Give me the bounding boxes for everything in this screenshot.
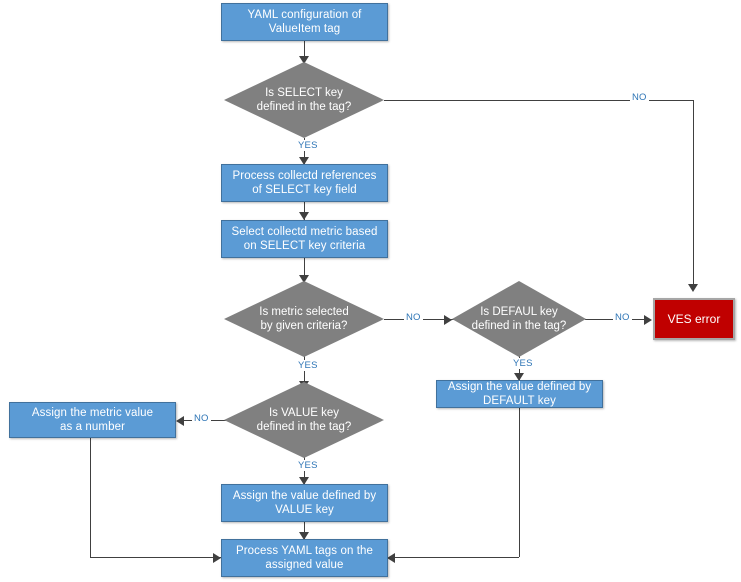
node-label: Assign the value defined by VALUE key (232, 489, 377, 516)
node-assign-metric-value-as-number[interactable]: Assign the metric value as a number (9, 402, 176, 438)
connector-metric-yes (304, 355, 305, 388)
connector-assignnumber-vertical (90, 438, 91, 557)
arrowhead-select-yes (299, 157, 309, 165)
arrowhead-select-no (688, 284, 698, 292)
connector-value-no (184, 420, 240, 421)
arrowhead-value-no (176, 416, 184, 426)
connector-select-yes (304, 138, 305, 164)
node-label: YAML configuration of ValueItem tag (247, 8, 362, 35)
arrowhead-defaul-yes (514, 373, 524, 381)
edge-label-metric-no: NO (404, 312, 423, 323)
arrowhead-assignnumber-to-tags (213, 553, 221, 563)
node-label: Assign the value defined by DEFAULT key (447, 380, 592, 407)
edge-label-select-no: NO (630, 92, 649, 103)
node-assign-value-default-key[interactable]: Assign the value defined by DEFAULT key (436, 380, 603, 408)
node-label: VES error (667, 311, 721, 326)
connector-assignvalue-to-tags (304, 522, 305, 540)
arrowhead-assignvalue-to-tags (299, 532, 309, 540)
edge-label-select-yes: YES (296, 140, 320, 151)
connector-start-to-select (304, 41, 305, 62)
node-label: Is DEFAUL key defined in the tag? (471, 305, 567, 332)
connector-refs-to-metric (304, 202, 305, 220)
node-label: Assign the metric value as a number (31, 406, 154, 433)
node-yaml-configuration[interactable]: YAML configuration of ValueItem tag (221, 3, 388, 41)
arrowhead-defaul-no (644, 315, 652, 325)
node-is-value-key-defined[interactable]: Is VALUE key defined in the tag? (224, 382, 384, 458)
connector-select-no-horizontal (384, 100, 693, 101)
arrowhead-refs-to-metric (299, 212, 309, 220)
node-process-yaml-tags[interactable]: Process YAML tags on the assigned value (221, 539, 388, 577)
edge-label-defaul-yes: YES (511, 358, 535, 369)
connector-assignnumber-horizontal (90, 557, 221, 558)
node-label: Select collectd metric based on SELECT k… (231, 225, 378, 252)
arrowhead-assigndefault-to-tags (387, 553, 395, 563)
connector-assigndefault-horizontal (395, 557, 519, 558)
arrowhead-metric-to-decision (299, 275, 309, 283)
connector-assigndefault-vertical (519, 408, 520, 557)
node-label: Process collectd references of SELECT ke… (232, 169, 377, 196)
node-ves-error[interactable]: VES error (653, 298, 735, 340)
arrowhead-metric-no (444, 315, 452, 325)
node-label: Is metric selected by given criteria? (259, 305, 349, 332)
edge-label-value-yes: YES (296, 460, 320, 471)
connector-select-no-vertical (693, 100, 694, 290)
edge-label-value-no: NO (192, 413, 211, 424)
node-assign-value-value-key[interactable]: Assign the value defined by VALUE key (221, 484, 388, 522)
node-is-defaul-key-defined[interactable]: Is DEFAUL key defined in the tag? (452, 281, 586, 357)
node-process-collectd-references[interactable]: Process collectd references of SELECT ke… (221, 164, 388, 202)
node-is-metric-selected[interactable]: Is metric selected by given criteria? (224, 281, 384, 357)
node-label: Is VALUE key defined in the tag? (256, 406, 352, 433)
edge-label-defaul-no: NO (613, 312, 632, 323)
node-label: Is SELECT key defined in the tag? (256, 86, 352, 113)
node-select-collectd-metric[interactable]: Select collectd metric based on SELECT k… (221, 220, 388, 258)
edge-label-metric-yes: YES (296, 360, 320, 371)
node-label: Process YAML tags on the assigned value (235, 544, 374, 571)
connector-metric-to-decision (304, 258, 305, 282)
arrowhead-value-yes (299, 477, 309, 485)
arrowhead-start-to-select (299, 56, 309, 64)
node-is-select-key-defined[interactable]: Is SELECT key defined in the tag? (224, 62, 384, 138)
